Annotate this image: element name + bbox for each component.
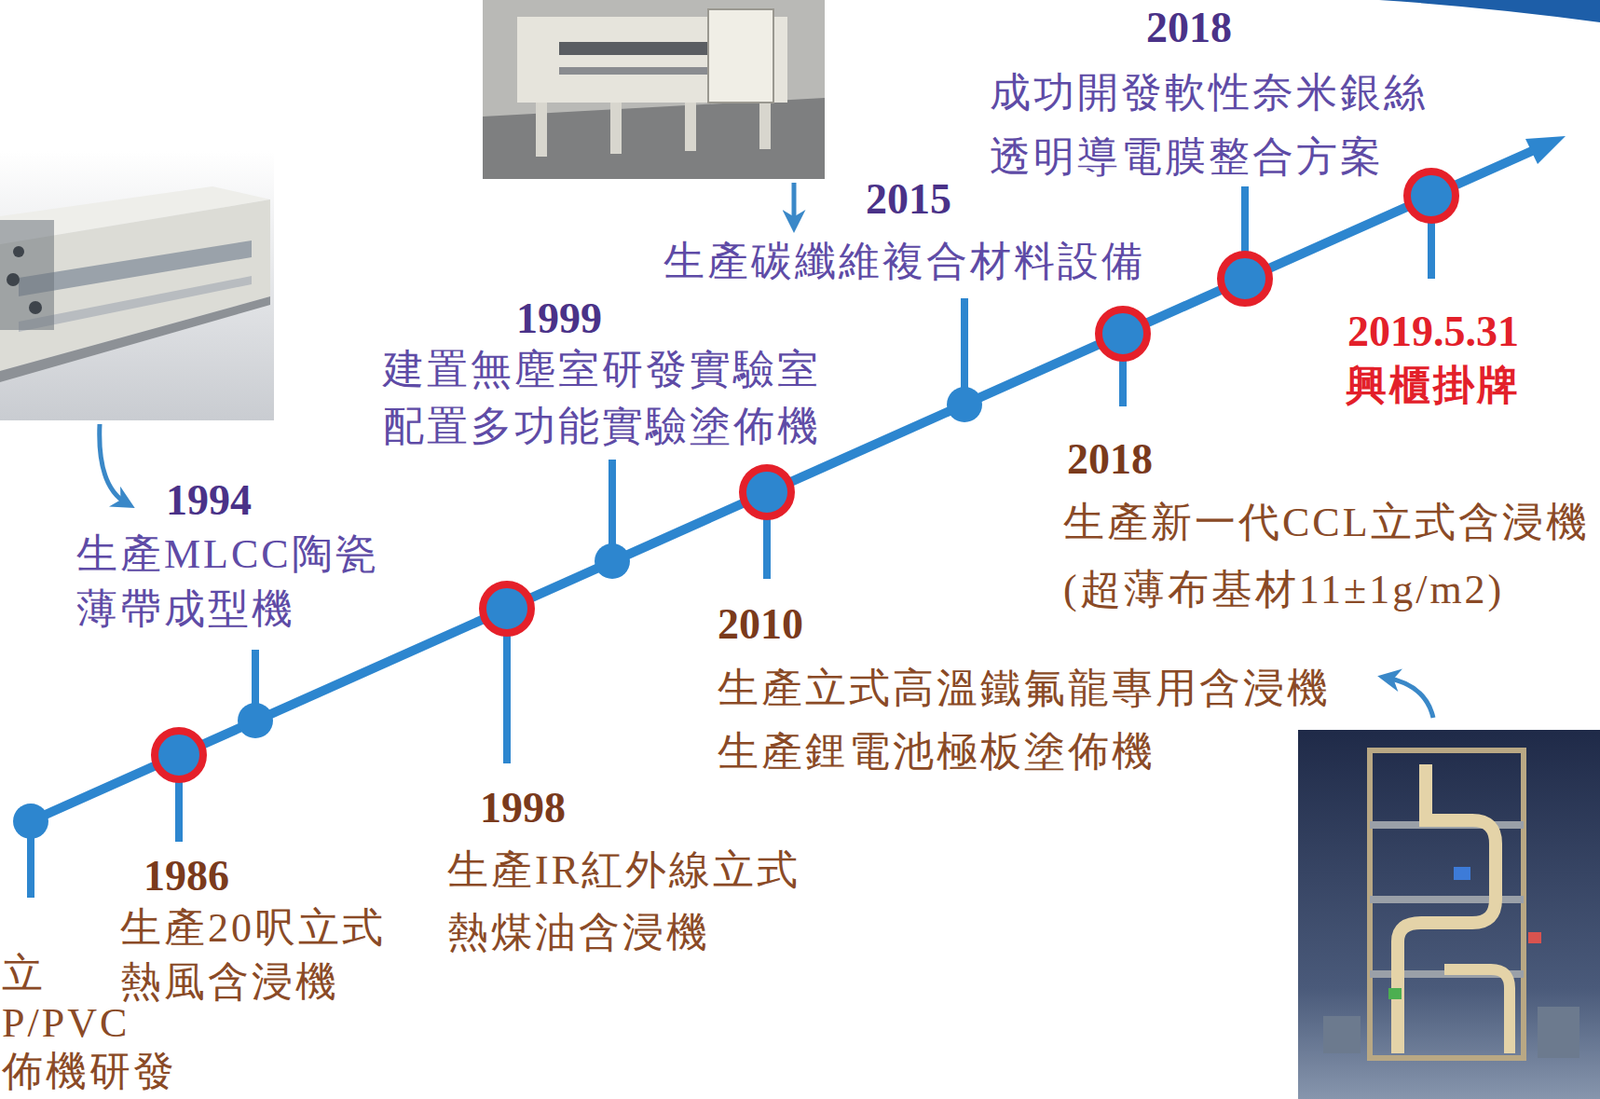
component <box>1388 987 1402 999</box>
milestone-text: 生產新一代CCL立式含浸機 (超薄布基材11±1g/m2) <box>1063 489 1594 624</box>
photo-pointer <box>792 182 797 224</box>
floor <box>482 97 825 179</box>
machine-photo <box>482 0 825 179</box>
machine-base <box>0 296 271 383</box>
tower-frame <box>1369 750 1524 1058</box>
timeline-axis <box>30 150 1532 821</box>
machine-leg <box>535 102 548 157</box>
machine-leg <box>759 102 771 150</box>
duct <box>1397 764 1496 1053</box>
machine-front <box>0 199 271 371</box>
milestone-dot <box>13 803 49 839</box>
cabinet <box>1537 1006 1580 1058</box>
year-label: 2015 <box>865 173 952 226</box>
year-label: 1986 <box>143 849 230 903</box>
machine-cabinet <box>708 9 774 103</box>
key-milestone <box>1220 254 1270 303</box>
component <box>1528 931 1542 944</box>
milestone-text: 生產IR紅外線立式 熱煤油含浸機 <box>447 838 805 964</box>
key-milestone <box>1407 171 1456 220</box>
milestone-text: 生產立式高溫鐵氟龍專用含浸機 生產鋰電池極板塗佈機 <box>717 656 1335 784</box>
machine-leg <box>684 102 697 151</box>
milestone-dot <box>946 386 983 423</box>
listing-date: 2019.5.31 <box>1347 305 1519 358</box>
key-milestone <box>742 467 792 517</box>
year-label: 1998 <box>479 781 566 835</box>
photo-ground <box>482 0 825 179</box>
milestone-text: 生產碳纖維複合材料設備 <box>663 233 1146 290</box>
milestone-dot <box>594 543 630 579</box>
year-label: 2010 <box>717 598 804 651</box>
listing-label: 興櫃掛牌 <box>1345 358 1521 411</box>
corner-band <box>1379 0 1600 23</box>
milestone-text: 立 <box>1 949 46 999</box>
photo-ground <box>0 150 274 421</box>
year-label: 1999 <box>516 292 602 345</box>
roller <box>28 300 42 315</box>
duct <box>1444 969 1510 1053</box>
roller <box>6 273 20 287</box>
key-milestone <box>154 730 204 780</box>
machine-photo <box>0 150 274 421</box>
photo-ground <box>1298 729 1600 1099</box>
key-milestone <box>1098 309 1148 358</box>
key-milestone <box>482 584 532 633</box>
cabinet <box>1323 1015 1361 1053</box>
milestone-dot <box>237 702 274 739</box>
milestone-text: P/PVC <box>1 998 130 1048</box>
milestone-text: 生產MLCC陶瓷 薄帶成型機 <box>76 526 383 637</box>
year-label: 1994 <box>165 474 252 527</box>
machine-render <box>1298 729 1600 1099</box>
photo-pointer <box>1386 677 1434 718</box>
axis-arrowhead <box>1525 136 1566 165</box>
milestone-text: 生產20呎立式 熱風含浸機 <box>120 901 390 1010</box>
milestone-text: 佈機研發 <box>1 1047 178 1096</box>
year-label: 2018 <box>1066 433 1153 486</box>
roller <box>13 246 25 258</box>
year-label: 2018 <box>1146 1 1232 55</box>
machine-frame <box>0 219 55 330</box>
component <box>1453 866 1471 880</box>
milestone-text: 成功開發軟性奈米銀絲 透明導電膜整合方案 <box>989 60 1432 190</box>
machine-leg <box>610 102 622 154</box>
photo-pointer <box>99 423 127 504</box>
milestone-text: 建置無塵室研發實驗室 配置多功能實驗塗佈機 <box>382 341 825 455</box>
